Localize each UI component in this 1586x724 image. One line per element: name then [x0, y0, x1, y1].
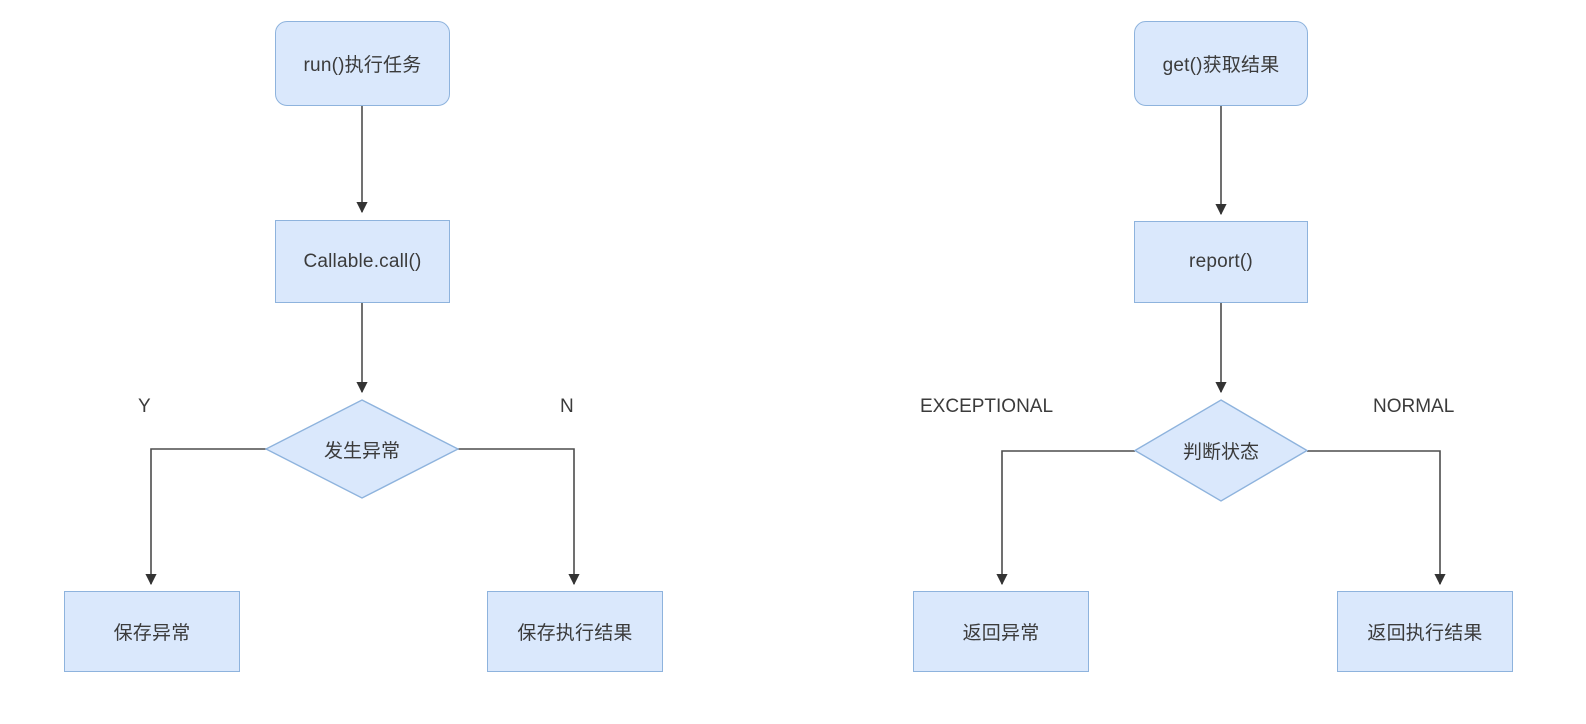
edge-state-exceptional	[996, 450, 1135, 586]
edge-label-yes: Y	[138, 396, 151, 417]
edge-label-normal: NORMAL	[1373, 396, 1455, 417]
node-exception-decision[interactable]: 发生异常	[265, 399, 459, 499]
node-return-result[interactable]: 返回执行结果	[1337, 591, 1513, 672]
node-save-result[interactable]: 保存执行结果	[487, 591, 663, 672]
edge-exception-yes	[145, 448, 267, 586]
node-get-result[interactable]: get()获取结果	[1134, 21, 1308, 106]
node-state-decision-label: 判断状态	[1182, 442, 1259, 463]
node-exception-decision-label: 发生异常	[323, 440, 400, 462]
edge-state-normal	[1307, 450, 1446, 586]
edge-label-exceptional: EXCEPTIONAL	[920, 396, 1054, 417]
node-state-decision[interactable]: 判断状态	[1134, 399, 1308, 502]
node-run-execute-task[interactable]: run()执行任务	[275, 21, 450, 106]
node-report[interactable]: report()	[1134, 221, 1308, 303]
node-return-exception[interactable]: 返回异常	[913, 591, 1089, 672]
edge-label-no: N	[560, 396, 574, 417]
node-save-exception[interactable]: 保存异常	[64, 591, 240, 672]
edge-exception-no	[457, 448, 580, 586]
node-callable-call[interactable]: Callable.call()	[275, 220, 450, 303]
